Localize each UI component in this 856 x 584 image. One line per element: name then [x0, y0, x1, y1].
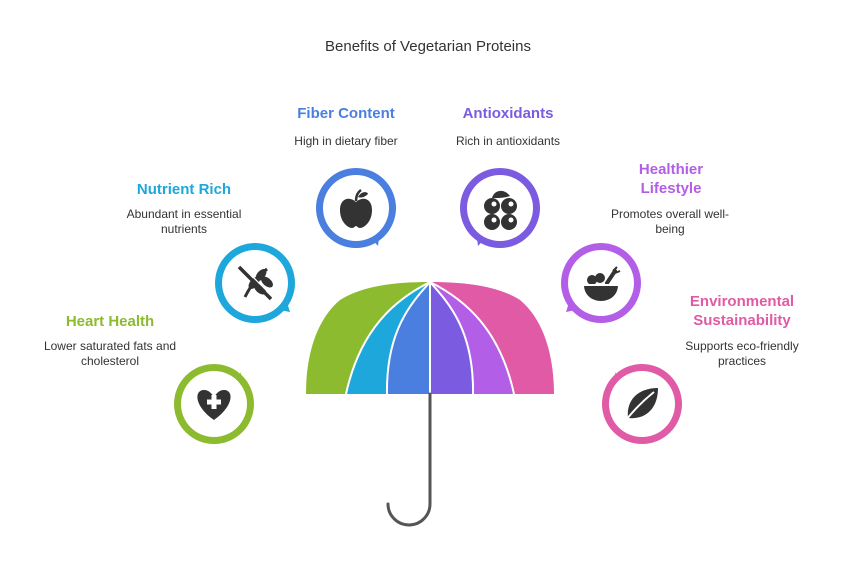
canopy-segment-environmental-sustainability — [430, 282, 554, 394]
apple-icon — [340, 188, 372, 228]
desc-fiber-content: High in dietary fiber — [294, 134, 398, 148]
label-healthier-lifestyle: Healthier Lifestyle — [638, 161, 704, 197]
label-environmental-sustainability: Environmental Sustainability — [689, 293, 795, 329]
salad-bowl-icon — [584, 266, 621, 301]
label-nutrient-rich: Nutrient Rich — [136, 181, 232, 198]
canopy-segment-healthier-lifestyle — [430, 282, 514, 394]
umbrella-handle — [386, 392, 432, 527]
heart-plus-icon — [197, 390, 231, 420]
diagram-title: Benefits of Vegetarian Proteins — [325, 38, 531, 55]
desc-environmental-sustainability: Supports eco-friendly practices — [685, 339, 799, 368]
desc-heart-health: Lower saturated fats and cholesterol — [43, 339, 177, 368]
umbrella-canopy — [306, 281, 554, 395]
desc-nutrient-rich: Abundant in essential nutrients — [126, 207, 242, 236]
canopy-segment-heart-health — [306, 282, 430, 394]
canopy-segment-antioxidants — [430, 282, 474, 394]
no-wheat-icon — [237, 264, 274, 301]
canopy-segment-nutrient-rich — [346, 282, 430, 394]
berries-icon — [484, 190, 517, 230]
label-antioxidants: Antioxidants — [462, 105, 554, 122]
leaf-icon — [625, 388, 658, 421]
desc-antioxidants: Rich in antioxidants — [455, 134, 561, 148]
bubble-healthier-lifestyle — [561, 243, 641, 323]
desc-healthier-lifestyle: Promotes overall well-being — [610, 207, 730, 236]
bubble-antioxidants — [460, 168, 540, 248]
label-fiber-content: Fiber Content — [297, 105, 395, 122]
canopy-segment-fiber-content — [386, 282, 430, 394]
label-heart-health: Heart Health — [65, 313, 155, 330]
